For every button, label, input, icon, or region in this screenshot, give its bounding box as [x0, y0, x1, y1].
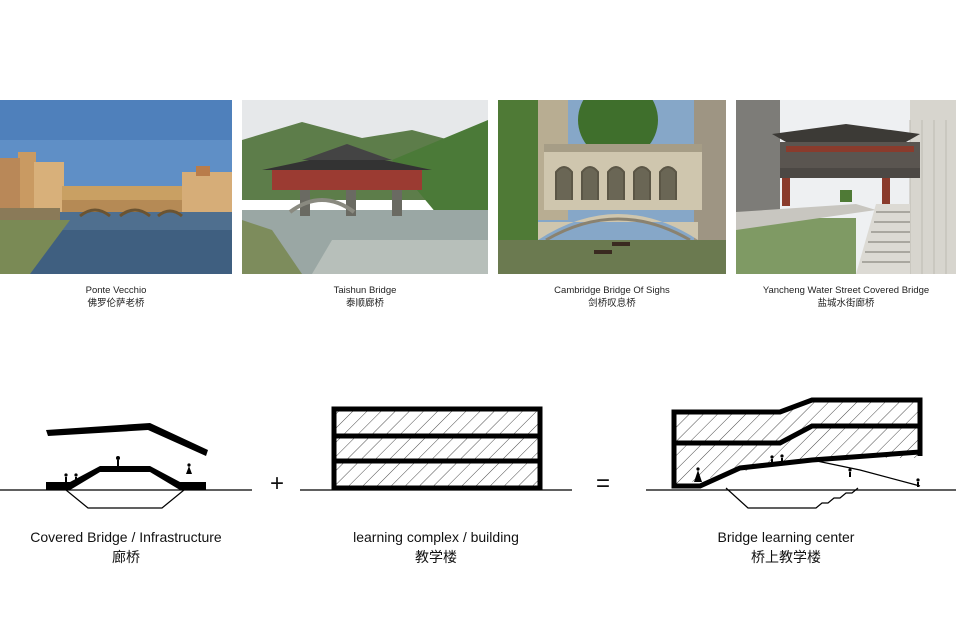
diagram-covered-bridge [0, 423, 252, 509]
figure-person-icon [694, 454, 920, 487]
caption-en: Ponte Vecchio [85, 285, 147, 296]
caption-taishun-bridge: Taishun Bridge 泰顺廊桥 [242, 284, 488, 310]
label-zh: 桥上教学楼 [751, 549, 821, 565]
diagram-learning-complex [300, 406, 572, 491]
label-en: Bridge learning center [717, 529, 855, 545]
caption-yancheng: Yancheng Water Street Covered Bridge 盐城水… [736, 284, 956, 310]
label-en: Covered Bridge / Infrastructure [30, 529, 222, 545]
caption-en: Yancheng Water Street Covered Bridge [762, 285, 930, 296]
label-zh: 教学楼 [415, 549, 457, 565]
label-bridge-learning-center: Bridge learning center 桥上教学楼 [646, 527, 926, 567]
caption-zh: 剑桥叹息桥 [588, 298, 636, 309]
label-en: learning complex / building [353, 529, 519, 545]
plus-operator: + [270, 470, 285, 497]
caption-ponte-vecchio: Ponte Vecchio 佛罗伦萨老桥 [0, 284, 232, 310]
photo-ponte-vecchio [0, 100, 232, 274]
equals-operator: = [596, 470, 611, 497]
caption-zh: 泰顺廊桥 [345, 298, 384, 309]
roof-shell [46, 423, 208, 456]
label-zh: 廊桥 [112, 549, 140, 565]
label-covered-bridge: Covered Bridge / Infrastructure 廊桥 [0, 527, 252, 567]
photo-yancheng-covered-bridge [736, 100, 956, 274]
caption-zh: 佛罗伦萨老桥 [87, 298, 145, 309]
riverbed [65, 489, 185, 509]
section-diagrams [0, 397, 956, 509]
caption-en: Cambridge Bridge Of Sighs [554, 285, 670, 296]
caption-zh: 盐城水街廊桥 [817, 298, 875, 309]
photo-cambridge-bridge-of-sighs [498, 100, 726, 274]
figure-person-icon [64, 456, 192, 482]
caption-en: Taishun Bridge [333, 285, 397, 296]
stairs [725, 487, 859, 509]
bridge-deck [46, 466, 206, 490]
label-learning-complex: learning complex / building 教学楼 [300, 527, 572, 567]
diagram-bridge-learning-center [646, 397, 956, 509]
photo-taishun-bridge [242, 100, 488, 274]
caption-cambridge: Cambridge Bridge Of Sighs 剑桥叹息桥 [498, 284, 726, 310]
